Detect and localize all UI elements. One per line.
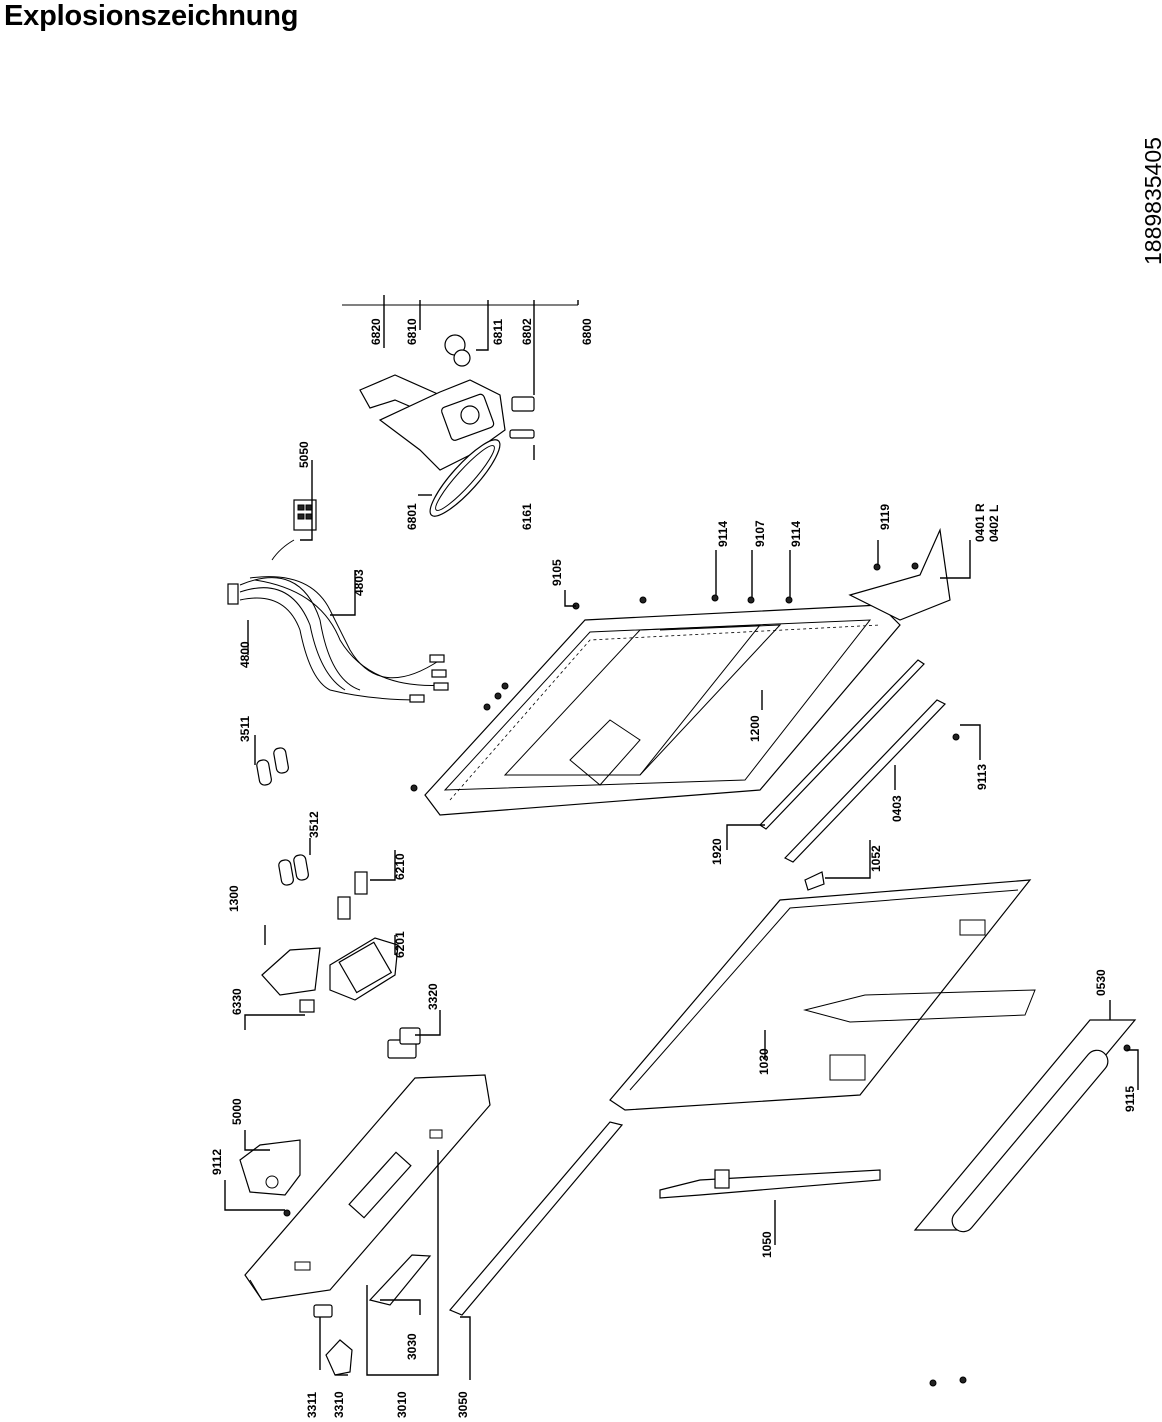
label-3511: 3511 [238,716,252,742]
bracket-1050 [659,1169,881,1199]
module-5050 [271,499,317,561]
label-9114-top: 9114 [716,521,730,547]
label-3010: 3010 [395,1391,409,1418]
inner-door-panel [609,879,1036,1111]
lock-parts [313,1304,353,1376]
label-0401-r: 0401 R [973,503,987,542]
cable-harness [227,576,449,703]
label-6810: 6810 [405,318,419,345]
handle-3030 [368,1254,432,1306]
label-9115: 9115 [1123,1086,1137,1112]
label-6330: 6330 [230,988,244,1015]
strips [759,659,946,891]
page-title: Explosionszeichnung [4,0,299,32]
label-6802: 6802 [520,318,534,345]
label-5000: 5000 [230,1098,244,1125]
label-3050: 3050 [456,1391,470,1418]
label-4803: 4803 [352,569,366,596]
label-6801: 6801 [405,503,419,530]
label-4800: 4800 [238,641,252,668]
label-6161: 6161 [520,503,534,530]
control-units [261,937,421,1059]
label-9105: 9105 [550,559,564,586]
label-6201: 6201 [393,931,407,958]
label-6800: 6800 [580,318,594,345]
label-3030: 3030 [405,1333,419,1360]
label-0402-l: 0402 L [987,505,1001,542]
leader-lines [224,295,1139,1380]
label-9113: 9113 [975,764,989,790]
label-1920: 1920 [710,838,724,865]
screws [283,562,1131,1387]
label-9114-bottom: 9114 [789,521,803,547]
label-9119: 9119 [878,504,892,530]
label-1050: 1050 [760,1231,774,1258]
label-6210: 6210 [393,853,407,880]
label-9107: 9107 [753,520,767,547]
label-0530: 0530 [1094,969,1108,996]
profile-rail-3050 [449,1121,624,1316]
label-1052: 1052 [869,845,883,872]
door-frame [424,527,951,816]
control-panel [244,1074,491,1301]
label-3311: 3311 [305,1392,319,1418]
small-parts [256,747,368,920]
module-5000 [239,1139,301,1196]
part-labels: 6820 6810 6811 6802 6800 5050 6801 6161 … [210,318,1137,1418]
label-6811: 6811 [491,319,505,345]
label-6820: 6820 [369,318,383,345]
label-9112: 9112 [210,1149,224,1175]
label-1300: 1300 [227,885,241,912]
label-0403: 0403 [890,795,904,822]
label-1030: 1030 [757,1048,771,1075]
label-3512: 3512 [307,811,321,838]
label-3310: 3310 [332,1391,346,1418]
dispenser-assembly [342,304,578,517]
label-1200: 1200 [748,715,762,742]
label-5050: 5050 [297,441,311,468]
door-panel-0530 [913,1019,1137,1233]
label-3320: 3320 [426,983,440,1010]
